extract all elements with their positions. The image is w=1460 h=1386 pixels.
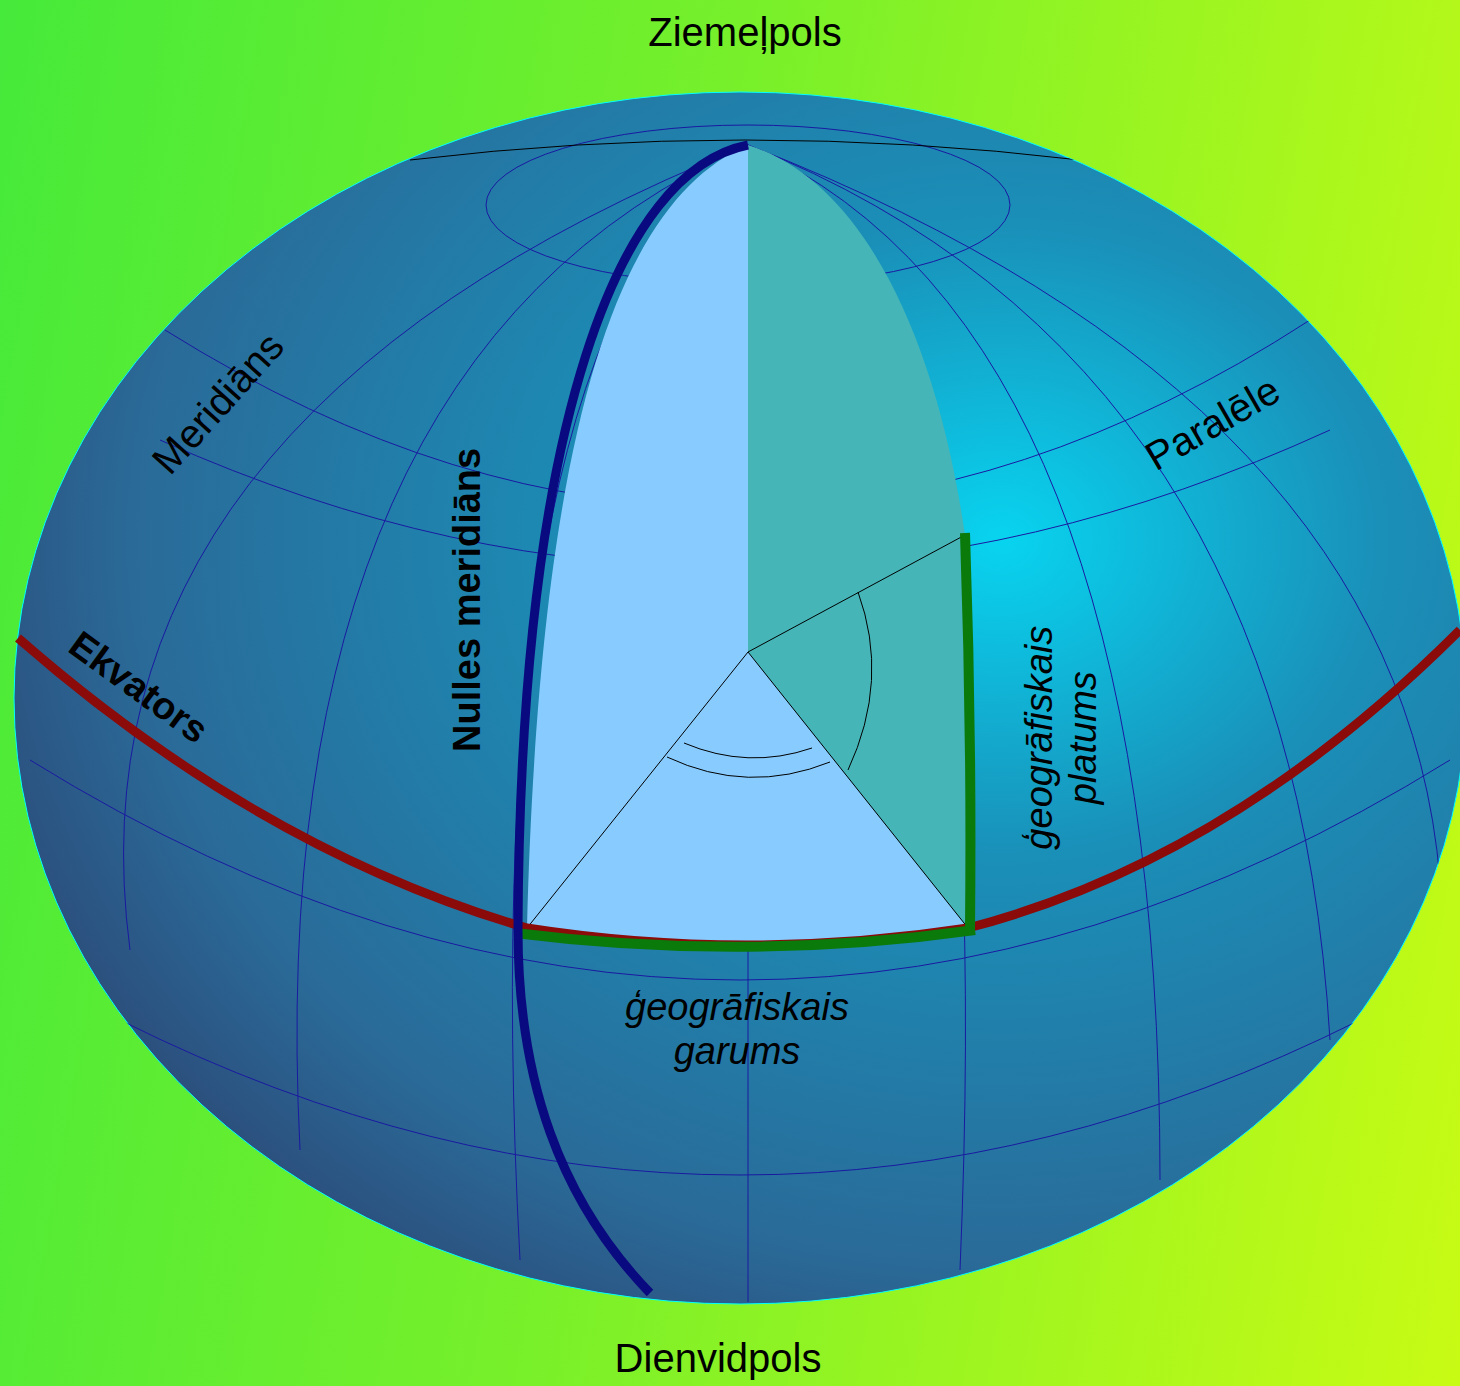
longitude-label: ģeogrāfiskais garums <box>587 986 887 1073</box>
angle-lines <box>527 145 968 928</box>
prime-meridian-line <box>518 145 748 1293</box>
latitude-arc <box>965 533 970 930</box>
latitude-quad <box>748 535 968 928</box>
equator-line <box>18 630 1460 945</box>
sphere <box>14 92 1460 1304</box>
latitude-label: ģeogrāfiskais platums <box>1018 598 1105 878</box>
pole-label: Ziemeļpols <box>648 9 841 55</box>
grid-lines <box>30 125 1450 1302</box>
longitude-arc <box>515 930 975 947</box>
prime-meridian-label: Nulles meridiāns <box>446 448 490 752</box>
pole-label: Dienvidpols <box>615 1335 822 1381</box>
